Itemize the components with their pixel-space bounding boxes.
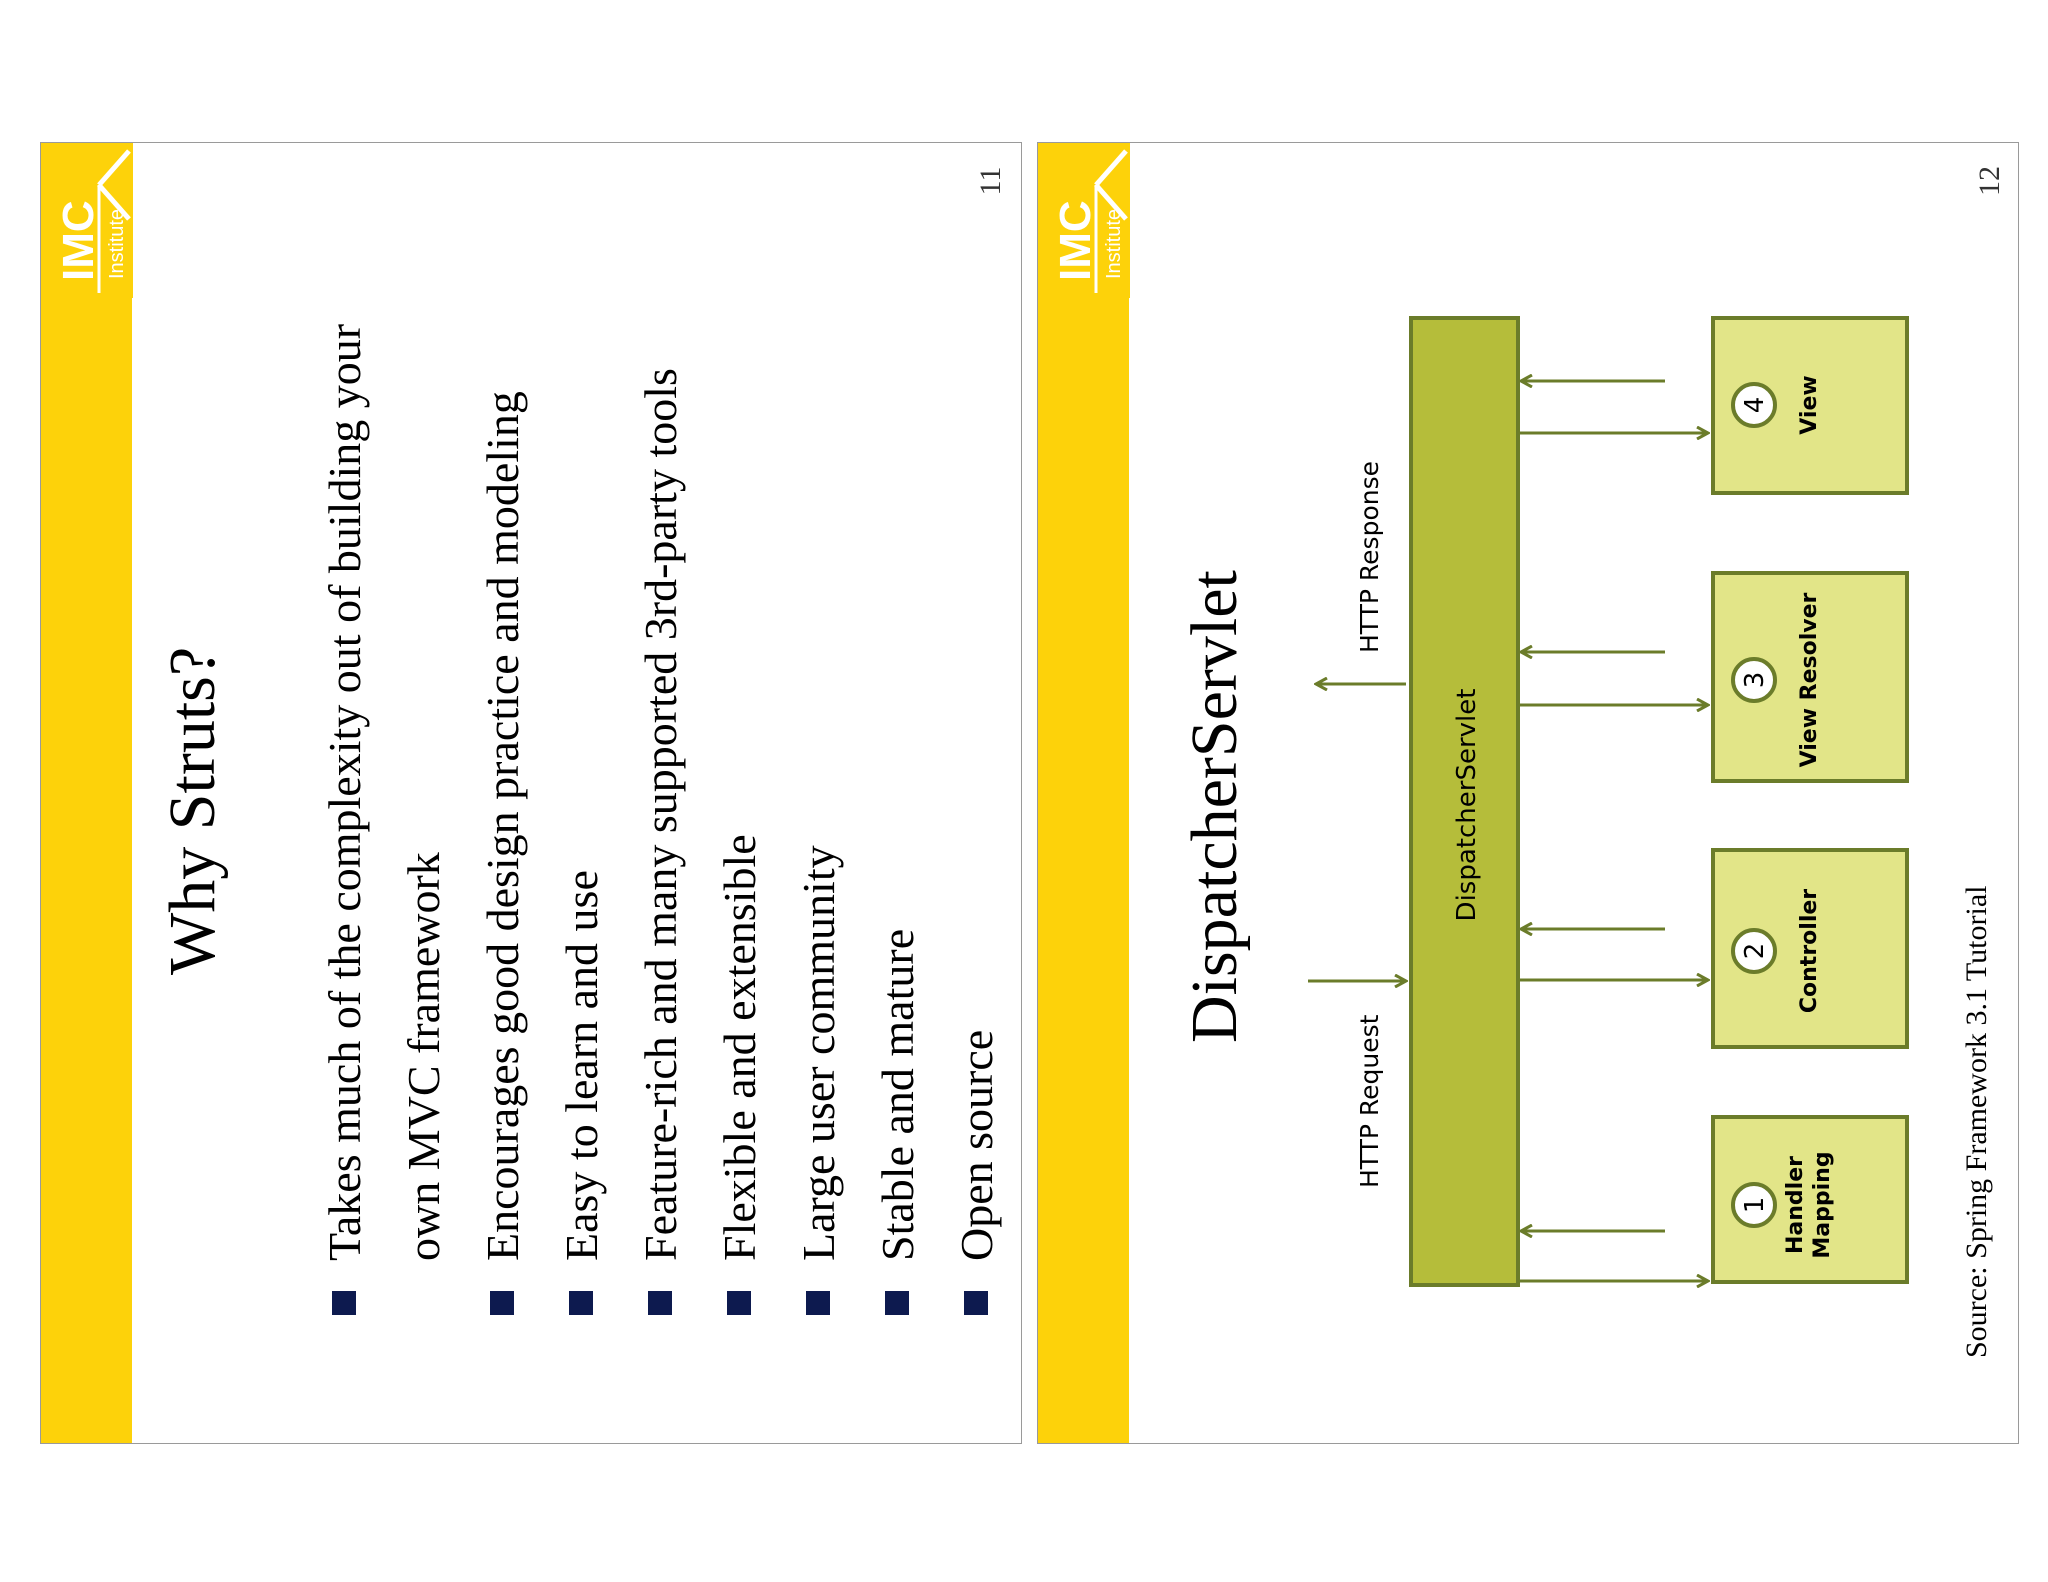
page-number: 12 — [1973, 166, 2006, 196]
logo-sub-text: Institute — [106, 209, 128, 279]
bullet-item: Flexible and extensible — [700, 324, 779, 1315]
box-number-1: 1 — [1740, 1197, 1770, 1214]
box-number-3: 3 — [1740, 672, 1770, 689]
logo-sub-text: Institute — [1103, 209, 1125, 279]
page-number: 11 — [974, 166, 1007, 196]
bullet-square-icon — [964, 1291, 988, 1315]
controller-label: Controller — [1797, 889, 1822, 1013]
http-response-label: HTTP Response — [1355, 461, 1384, 653]
imc-institute-logo: IMC Institute — [41, 143, 133, 298]
bullet-item: Encourages good design practice and mode… — [463, 324, 542, 1315]
handler-mapping-label-line2: Mapping — [1810, 1151, 1835, 1258]
slide-title: Why Struts? — [156, 646, 229, 975]
box-number-4: 4 — [1740, 397, 1770, 414]
bullet-item: Takes much of the complexity out of buil… — [305, 324, 384, 1315]
yellow-side-band — [41, 143, 132, 1443]
dispatcher-servlet-label: DispatcherServlet — [1452, 689, 1482, 922]
source-caption: Source: Spring Framework 3.1 Tutorial — [1960, 885, 1993, 1359]
slide-12: IMC Institute DispatcherServlet HTTP Req… — [1037, 142, 2019, 1444]
logo-brand-text: IMC — [54, 200, 103, 281]
handler-mapping-label-line1: Handler — [1783, 1156, 1808, 1254]
view-label: View — [1797, 375, 1822, 434]
dispatcher-servlet-bar — [1409, 316, 1520, 1287]
bullet-square-icon — [490, 1291, 514, 1315]
bullet-item: Easy to learn and use — [542, 324, 621, 1315]
view-resolver-box: 3 View Resolver — [1711, 571, 1909, 783]
bullet-square-icon — [332, 1291, 356, 1315]
slide-11: IMC Institute Why Struts? Takes much of … — [40, 142, 1022, 1444]
bullet-item: Open source — [937, 324, 1016, 1315]
bullet-item: Stable and mature — [858, 324, 937, 1315]
handler-mapping-box: 1 Handler Mapping — [1711, 1115, 1909, 1284]
view-box: 4 View — [1711, 316, 1909, 495]
dispatcher-servlet-diagram: HTTP Request HTTP Response DispatcherSer… — [1308, 316, 1909, 1443]
imc-institute-logo: IMC Institute — [1038, 143, 1130, 298]
http-request-label: HTTP Request — [1355, 1014, 1384, 1188]
bullet-item: Feature-rich and many supported 3rd-part… — [621, 324, 700, 1315]
bullet-square-icon — [648, 1291, 672, 1315]
bullet-square-icon — [569, 1291, 593, 1315]
bullet-list: Takes much of the complexity out of buil… — [305, 324, 1016, 1315]
view-resolver-label: View Resolver — [1797, 592, 1822, 767]
yellow-side-band — [1038, 143, 1129, 1443]
bullet-item-continued: own MVC framework — [398, 852, 449, 1261]
box-number-2: 2 — [1740, 943, 1770, 960]
bullet-square-icon — [885, 1291, 909, 1315]
bullet-square-icon — [727, 1291, 751, 1315]
logo-brand-text: IMC — [1051, 200, 1100, 281]
controller-box: 2 Controller — [1711, 848, 1909, 1049]
bullet-square-icon — [806, 1291, 830, 1315]
bullet-item: Large user community — [779, 324, 858, 1315]
